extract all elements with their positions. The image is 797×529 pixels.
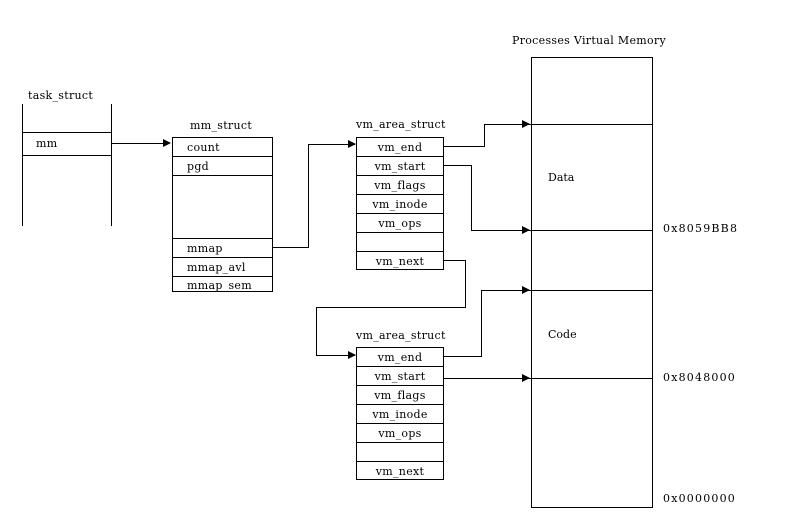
mm-struct-field-mmap-avl: mmap_avl	[187, 260, 246, 274]
connector-vma-data-vmstart-seg2	[471, 165, 472, 231]
vma-data-field-vm-end: vm_end	[377, 140, 423, 154]
connector-mmap-seg3	[308, 144, 355, 145]
connector-vma-data-vmend-seg1	[443, 146, 485, 147]
connector-mmap-seg2	[308, 144, 309, 248]
connector-vmnext-seg3	[316, 307, 466, 308]
connector-vmnext-seg1	[443, 260, 466, 261]
arrow-mm-to-mmstruct	[163, 139, 171, 147]
process-memory-column	[531, 57, 653, 508]
vma-code-field-vm-inode: vm_inode	[372, 407, 428, 421]
vma-data-row-vm-flags: vm_flags	[357, 176, 443, 195]
vma-code-field-vm-flags: vm_flags	[374, 388, 426, 402]
arrow-vma-code-vmend-to-memory	[522, 286, 530, 294]
connector-vma-code-vmend-seg3	[481, 290, 532, 291]
vma-data-row-vm-inode: vm_inode	[357, 195, 443, 214]
vma-code-field-vm-end: vm_end	[377, 350, 423, 364]
connector-vma-code-vmend-seg1	[443, 356, 482, 357]
connector-vma-data-vmstart-seg1	[443, 165, 472, 166]
arrow-vma-data-vmend-to-memory	[522, 120, 530, 128]
vma-code-caption: vm_area_struct	[356, 329, 446, 342]
process-memory-title: Processes Virtual Memory	[512, 34, 666, 47]
vma-data-row-vm-next: vm_next	[357, 252, 443, 271]
task-struct-left-rail	[22, 104, 23, 226]
memory-segment-label-data: Data	[548, 171, 575, 184]
vma-data-row-blank	[357, 233, 443, 252]
connector-vma-code-vmend-seg2	[481, 290, 482, 357]
mm-struct-field-mmap-sem: mmap_sem	[187, 278, 252, 292]
vma-code-field-vm-start: vm_start	[374, 369, 426, 383]
vma-data-caption: vm_area_struct	[356, 118, 446, 131]
memory-address-zero: 0x0000000	[663, 492, 736, 505]
connector-vma-data-vmend-seg3	[484, 124, 532, 125]
mm-struct-row-blank	[173, 176, 272, 239]
vma-data-box: vm_end vm_start vm_flags vm_inode vm_ops…	[356, 137, 444, 270]
connector-vmnext-seg5	[316, 355, 355, 356]
arrow-vma-code-vmstart-to-memory	[522, 374, 530, 382]
vma-code-field-vm-next: vm_next	[375, 465, 425, 478]
vma-data-row-vm-ops: vm_ops	[357, 214, 443, 233]
memory-segment-label-code: Code	[548, 328, 577, 341]
vma-code-row-vm-flags: vm_flags	[357, 386, 443, 405]
vma-code-field-vm-ops: vm_ops	[378, 426, 422, 440]
vma-data-field-vm-flags: vm_flags	[374, 178, 426, 192]
vma-data-field-vm-ops: vm_ops	[378, 216, 422, 230]
mm-struct-caption: mm_struct	[190, 119, 253, 132]
connector-mm-to-mmstruct	[111, 143, 166, 144]
mm-struct-row-count: count	[173, 138, 272, 157]
vma-code-row-vm-inode: vm_inode	[357, 405, 443, 424]
connector-vma-data-vmstart-seg3	[471, 230, 532, 231]
vma-data-field-vm-next: vm_next	[375, 255, 425, 268]
memory-divider-data-bottom	[531, 230, 653, 231]
arrow-vma-data-vmstart-to-memory	[522, 226, 530, 234]
mm-struct-row-mmap-avl: mmap_avl	[173, 258, 272, 277]
connector-vma-code-vmstart	[443, 378, 532, 379]
mm-struct-row-mmap: mmap	[173, 239, 272, 258]
vma-data-field-vm-start: vm_start	[374, 159, 426, 173]
vma-code-row-vm-next: vm_next	[357, 462, 443, 481]
vma-code-row-vm-start: vm_start	[357, 367, 443, 386]
mm-struct-field-count: count	[187, 140, 220, 154]
mm-struct-row-pgd: pgd	[173, 157, 272, 176]
vma-data-row-vm-end: vm_end	[357, 138, 443, 157]
mm-struct-field-mmap: mmap	[187, 241, 223, 255]
memory-address-data-start: 0x8059BB8	[663, 222, 739, 235]
memory-divider-top-data	[531, 124, 653, 125]
memory-divider-top-code	[531, 290, 653, 291]
task-struct-caption: task_struct	[28, 89, 94, 102]
vma-code-row-blank	[357, 443, 443, 462]
connector-vma-data-vmend-seg2	[484, 124, 485, 147]
vma-code-box: vm_end vm_start vm_flags vm_inode vm_ops…	[356, 347, 444, 480]
task-struct-mm-row-top	[22, 132, 112, 133]
task-struct-right-rail	[111, 104, 112, 226]
connector-mmap-seg1	[272, 247, 309, 248]
memory-address-code-start: 0x8048000	[663, 371, 736, 384]
task-struct-field-mm: mm	[36, 137, 58, 150]
mm-struct-field-pgd: pgd	[187, 159, 210, 173]
vma-code-row-vm-end: vm_end	[357, 348, 443, 367]
mm-struct-box: count pgd mmap mmap_avl mmap_sem	[172, 137, 273, 292]
task-struct-mm-row-bottom	[22, 155, 112, 156]
mm-struct-row-mmap-sem: mmap_sem	[173, 277, 272, 293]
memory-divider-code-bottom	[531, 378, 653, 379]
vma-code-row-vm-ops: vm_ops	[357, 424, 443, 443]
connector-vmnext-seg2	[465, 260, 466, 308]
vma-data-field-vm-inode: vm_inode	[372, 197, 428, 211]
arrow-vmnext-to-vma-code	[348, 351, 356, 359]
connector-vmnext-seg4	[316, 307, 317, 356]
arrow-mmap-to-vma-data	[348, 140, 356, 148]
vma-data-row-vm-start: vm_start	[357, 157, 443, 176]
